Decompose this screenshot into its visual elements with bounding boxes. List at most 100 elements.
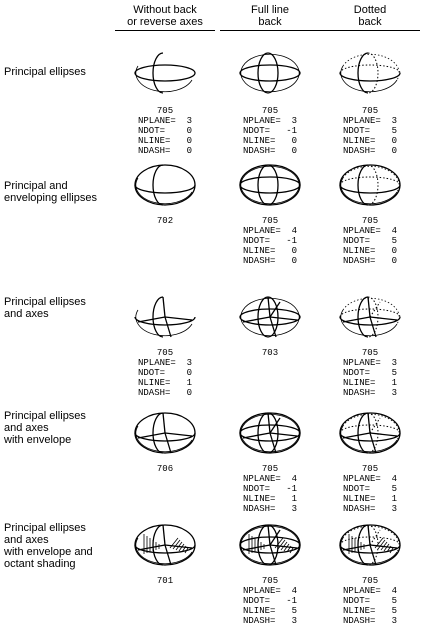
axis-line	[342, 432, 371, 439]
meridian-front-arc	[357, 52, 369, 94]
axis-line	[164, 316, 172, 338]
side-ellipse-back-arc	[342, 413, 400, 441]
shading-line	[283, 543, 290, 552]
shading-line	[286, 545, 292, 553]
envelope-ellipse	[134, 164, 196, 206]
shading-line	[374, 537, 384, 549]
side-ellipse-arc	[240, 65, 298, 93]
figure-code: 705	[361, 106, 379, 116]
parameter-line: NDASH= 3	[343, 504, 398, 514]
axis-line	[269, 432, 277, 454]
parameter-line: NLINE= 0	[138, 136, 193, 146]
side-ellipse-arc	[240, 309, 298, 337]
ellipsoid-figure	[339, 52, 401, 94]
equator-front-arc	[339, 432, 401, 442]
figure-code: 705	[361, 464, 379, 474]
ellipsoid-figure	[239, 412, 301, 454]
back-axis-line	[369, 301, 381, 318]
parameter-line: NLINE= 1	[343, 378, 398, 388]
figure-code: 705	[156, 348, 174, 358]
axis-line	[162, 296, 166, 318]
axis-line	[267, 296, 271, 318]
figure-code: 705	[361, 576, 379, 586]
back-axis-line	[269, 301, 281, 318]
row-label-line: with envelope and	[4, 546, 93, 558]
axis-line	[369, 432, 398, 437]
equator-front-arc	[134, 316, 196, 326]
side-ellipse-back-arc	[342, 525, 400, 553]
parameter-line: NDOT= 5	[343, 484, 398, 494]
axis-line	[137, 544, 166, 551]
parameter-line: NDOT= 0	[138, 126, 193, 136]
row-label-line: and axes	[4, 422, 49, 434]
parameter-line: NDOT= -1	[243, 126, 298, 136]
parameter-line: NLINE= 0	[243, 246, 298, 256]
column-header-line: back	[358, 16, 382, 28]
figure-code: 705	[361, 216, 379, 226]
back-axis-line	[269, 529, 281, 546]
back-axis-line	[369, 529, 381, 546]
axis-line	[369, 544, 377, 566]
meridian-back-arc	[267, 164, 279, 206]
shading-line	[172, 539, 181, 550]
side-ellipse-back-arc	[242, 413, 300, 441]
equator-back-arc	[239, 424, 301, 434]
shading-line	[280, 541, 288, 551]
parameter-line: NLINE= 0	[343, 136, 398, 146]
meridian-front-arc	[152, 164, 164, 206]
equator-back-arc	[134, 64, 196, 74]
side-ellipse-arc	[340, 309, 398, 337]
column-header-line: or reverse axes	[127, 16, 203, 28]
parameter-line: NPLANE= 3	[243, 116, 298, 126]
parameter-line: NDASH= 3	[243, 616, 298, 626]
axis-line	[164, 432, 193, 437]
figure-code: 702	[156, 216, 174, 226]
parameter-line: NPLANE= 4	[243, 474, 298, 484]
axis-line	[242, 544, 271, 551]
side-ellipse-arc	[340, 177, 398, 205]
axis-line	[162, 412, 166, 434]
axis-line	[367, 296, 371, 318]
parameter-line: NPLANE= 4	[243, 586, 298, 596]
meridian-back-arc	[267, 52, 279, 94]
equator-back-arc	[339, 308, 401, 318]
equator-back-arc	[239, 64, 301, 74]
equator-back-arc	[239, 176, 301, 186]
axis-line	[269, 316, 277, 338]
parameter-line: NLINE= 5	[243, 606, 298, 616]
axis-line	[269, 544, 277, 566]
side-ellipse-arc	[135, 177, 193, 205]
parameter-line: NDOT= 0	[138, 368, 193, 378]
row-label-line: and axes	[4, 308, 49, 320]
meridian-back-arc	[367, 164, 379, 206]
figure-code: 705	[261, 216, 279, 226]
equator-back-arc	[339, 176, 401, 186]
axis-line	[137, 316, 166, 323]
parameter-line: NLINE= 0	[343, 246, 398, 256]
parameter-line: NLINE= 5	[343, 606, 398, 616]
row-label-line: Principal ellipses	[4, 66, 86, 78]
ellipsoid-figure	[239, 52, 301, 94]
axis-line	[367, 524, 371, 546]
meridian-front-arc	[152, 52, 164, 94]
equator-front-arc	[239, 432, 301, 442]
parameter-line: NDASH= 0	[138, 146, 193, 156]
side-ellipse-arc	[340, 425, 398, 453]
side-ellipse-back-arc	[342, 165, 400, 193]
parameter-line: NDASH= 0	[343, 146, 398, 156]
ellipsoid-figure	[339, 524, 401, 566]
row-label-line: and axes	[4, 534, 49, 546]
parameter-line: NDOT= -1	[243, 596, 298, 606]
equator-front-arc	[339, 316, 401, 326]
parameter-line: NPLANE= 4	[243, 226, 298, 236]
shading-line	[277, 539, 286, 550]
figure-code: 705	[261, 106, 279, 116]
axis-line	[269, 432, 298, 437]
side-ellipse-back-arc	[342, 53, 400, 81]
axis-line	[342, 316, 371, 323]
